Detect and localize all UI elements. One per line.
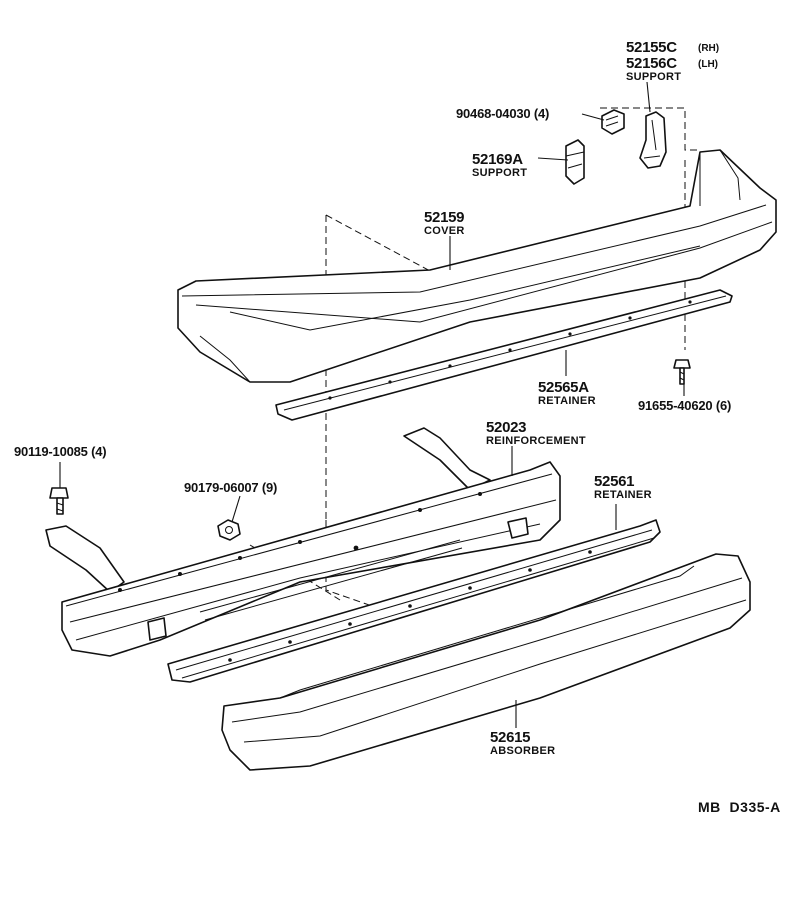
upper-retainer-part (275, 289, 733, 421)
support-lh-part-number: 52156C (626, 55, 677, 72)
right-bolt-part (673, 359, 691, 385)
lower-retainer-part (167, 519, 661, 683)
leader-lines (59, 81, 685, 728)
cover-name: COVER (424, 225, 465, 237)
small-support-bracket (565, 139, 585, 185)
diagram-code: MB D335-A (698, 799, 781, 815)
left-bolt-part (49, 487, 69, 515)
cover-part-number: 52159 (424, 209, 464, 226)
bolt-right-part-number: 91655-40620 (6) (638, 398, 731, 413)
nut-top-part-number: 90468-04030 (4) (456, 106, 549, 121)
reinforcement-name: REINFORCEMENT (486, 435, 586, 447)
absorber-part (221, 553, 751, 771)
middle-nut-part (217, 519, 241, 541)
retainer-lower-name: RETAINER (594, 489, 652, 501)
support-rh-side-label: (RH) (698, 43, 719, 54)
support-small-name: SUPPORT (472, 167, 527, 179)
top-nut-clip (601, 109, 625, 135)
absorber-name: ABSORBER (490, 745, 555, 757)
top-support-bracket (639, 111, 667, 169)
retainer-upper-name: RETAINER (538, 395, 596, 407)
nut-mid-part-number: 90179-06007 (9) (184, 480, 277, 495)
support-rh-part-number: 52155C (626, 39, 677, 56)
bumper-cover-part (177, 149, 777, 383)
reinforcement-part (45, 427, 561, 657)
support-small-part-number: 52169A (472, 151, 523, 168)
support-lh-side-label: (LH) (698, 59, 718, 70)
bolt-left-part-number: 90119-10085 (4) (14, 444, 106, 459)
support-top-name: SUPPORT (626, 71, 681, 83)
reinforcement-part-number: 52023 (486, 419, 526, 436)
retainer-lower-part-number: 52561 (594, 473, 634, 490)
retainer-upper-part-number: 52565A (538, 379, 589, 396)
absorber-part-number: 52615 (490, 729, 530, 746)
